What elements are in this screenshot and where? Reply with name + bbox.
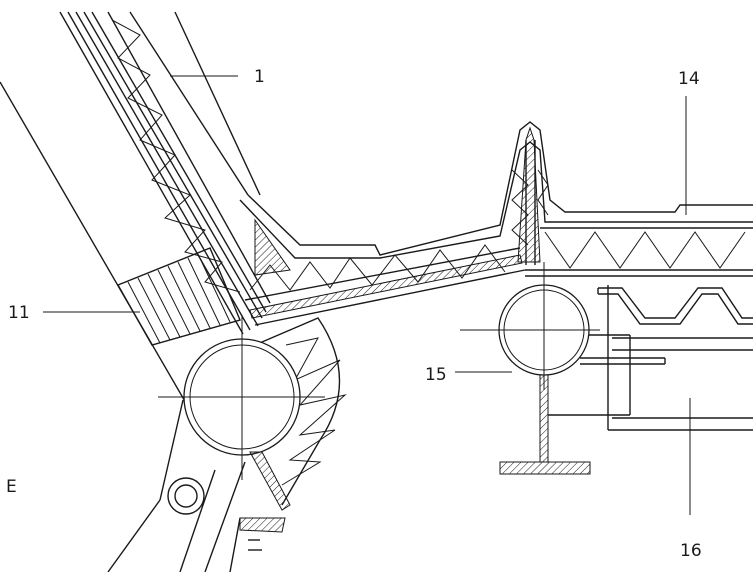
callout-16: 16 <box>680 541 702 561</box>
right-flat-panel <box>525 227 753 325</box>
right-pipe <box>460 262 600 475</box>
valley-gutter <box>239 121 753 326</box>
detail-letter: E <box>6 477 17 497</box>
left-pipe <box>158 315 347 572</box>
callout-15: 15 <box>425 365 447 385</box>
bolt-inner <box>174 484 198 508</box>
callout-1: 1 <box>254 67 265 87</box>
callout-14: 14 <box>678 69 700 89</box>
left-sloped-panel <box>0 11 271 411</box>
bolt-outer <box>167 477 205 515</box>
central-upstand <box>511 126 549 265</box>
callout-11: 11 <box>8 303 30 323</box>
lower-bracket <box>107 399 246 572</box>
right-support-structure <box>548 285 753 431</box>
leader-lines <box>43 75 691 515</box>
element-11-block <box>116 247 241 346</box>
